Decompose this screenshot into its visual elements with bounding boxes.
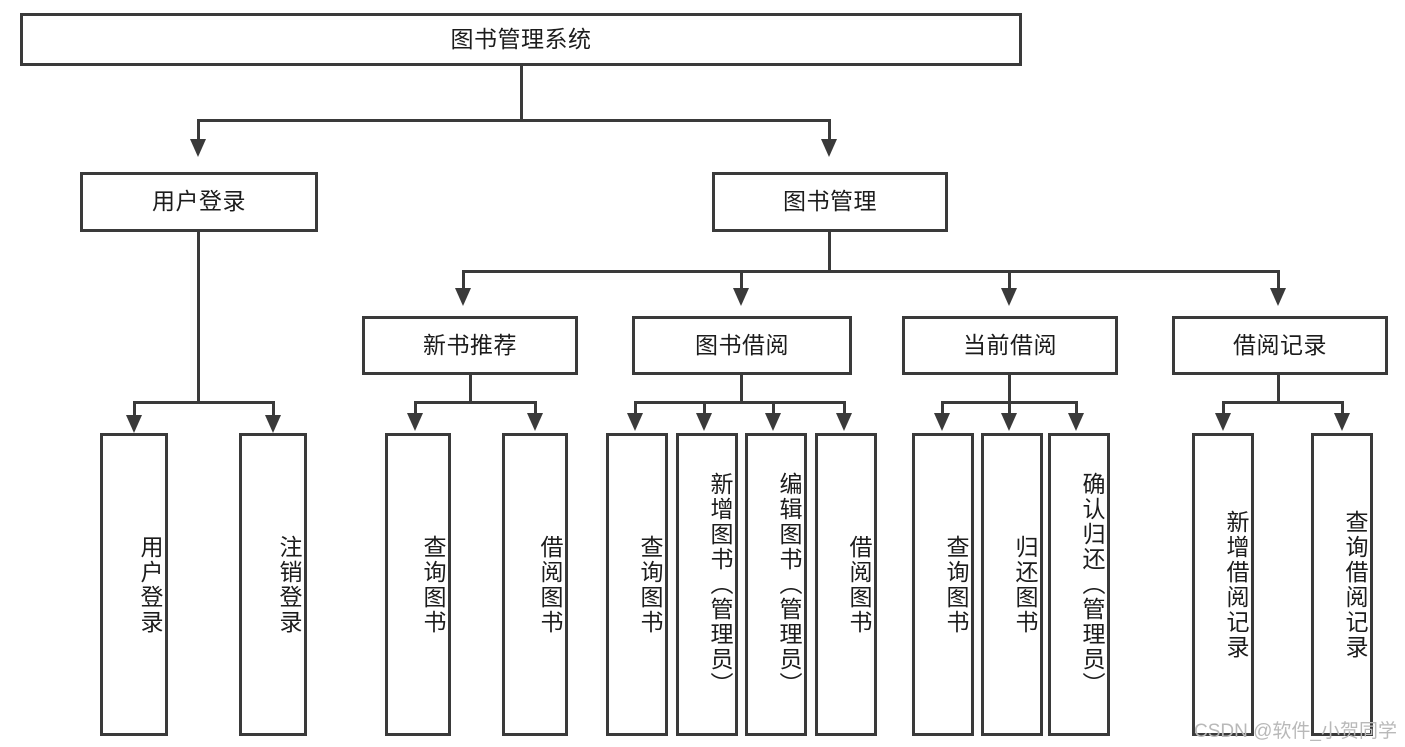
arrowhead-leaf-logout [265,415,281,433]
node-current-borrow[interactable]: 当前借阅 [902,316,1118,375]
node-label: 新增借阅记录 [1223,509,1249,660]
connector-bm-drop-1 [462,270,465,296]
connector-nbr-bus [414,401,537,404]
arrowhead-leaf-cb-2 [1001,413,1017,431]
connector-bb-bus [634,401,846,404]
leaf-br-add-record[interactable]: 新增借阅记录 [1192,433,1254,736]
node-label: 编辑图书（管理员） [776,472,802,697]
connector-br-drop-2 [1341,401,1344,421]
connector-cb-drop-2 [1008,401,1011,421]
connector-book-management-bus [462,270,1280,273]
arrowhead-leaf-bb-2 [696,413,712,431]
node-label: 确认归还（管理员） [1079,472,1105,697]
node-label: 借阅图书 [846,534,872,635]
node-label: 查询借阅记录 [1342,509,1368,660]
node-label: 图书管理系统 [450,25,592,52]
leaf-user-login[interactable]: 用户登录 [100,433,168,736]
connector-bb-drop-2 [703,401,706,421]
arrowhead-book-borrow [733,288,749,306]
connector-root-to-book-management [828,119,831,147]
node-label: 新书推荐 [423,331,517,358]
arrowhead-leaf-bb-1 [627,413,643,431]
connector-br-drop-1 [1222,401,1225,421]
node-label: 注销登录 [276,534,302,635]
leaf-nbr-borrow-book[interactable]: 借阅图书 [502,433,568,736]
connector-user-login-drop-2 [272,401,275,423]
connector-bm-drop-3 [1008,270,1011,296]
node-label: 查询图书 [637,534,663,635]
node-label: 用户登录 [137,534,163,635]
connector-cb-drop-1 [941,401,944,421]
leaf-cb-confirm-return-admin[interactable]: 确认归还（管理员） [1048,433,1110,736]
node-label: 图书借阅 [695,331,789,358]
leaf-logout[interactable]: 注销登录 [239,433,307,736]
connector-bb-stem [740,375,743,404]
arrowhead-leaf-nbr-1 [407,413,423,431]
node-label: 图书管理 [783,188,877,215]
arrowhead-leaf-cb-3 [1068,413,1084,431]
connector-book-management-stem [828,232,831,272]
node-borrow-record[interactable]: 借阅记录 [1172,316,1388,375]
connector-cb-drop-3 [1075,401,1078,421]
node-user-login[interactable]: 用户登录 [80,172,318,232]
leaf-cb-return-book[interactable]: 归还图书 [981,433,1043,736]
node-label: 归还图书 [1012,534,1038,635]
connector-user-login-bus [133,401,275,404]
node-root-book-management-system[interactable]: 图书管理系统 [20,13,1022,66]
node-book-management[interactable]: 图书管理 [712,172,948,232]
node-label: 查询图书 [420,534,446,635]
node-label: 借阅图书 [537,534,563,635]
connector-nbr-drop-2 [534,401,537,421]
node-label: 当前借阅 [963,331,1057,358]
connector-user-login-stem [197,232,200,404]
connector-root-stem [520,66,523,119]
connector-root-bus [197,119,831,122]
connector-cb-stem [1008,375,1011,404]
connector-bm-drop-4 [1277,270,1280,296]
arrowhead-current-borrow [1001,288,1017,306]
leaf-bb-query-book[interactable]: 查询图书 [606,433,668,736]
arrowhead-leaf-user-login [126,415,142,433]
arrowhead-leaf-br-1 [1215,413,1231,431]
arrowhead-leaf-cb-1 [934,413,950,431]
arrowhead-borrow-record [1270,288,1286,306]
node-label: 新增图书（管理员） [707,472,733,697]
arrowhead-book-management [821,139,837,157]
arrowhead-leaf-nbr-2 [527,413,543,431]
node-label: 查询图书 [943,534,969,635]
connector-nbr-drop-1 [414,401,417,421]
node-new-book-recommend[interactable]: 新书推荐 [362,316,578,375]
arrowhead-new-book-recommend [455,288,471,306]
arrowhead-user-login [190,139,206,157]
arrowhead-leaf-bb-4 [836,413,852,431]
connector-br-bus [1222,401,1344,404]
node-book-borrow[interactable]: 图书借阅 [632,316,852,375]
leaf-cb-query-book[interactable]: 查询图书 [912,433,974,736]
connector-user-login-drop-1 [133,401,136,423]
leaf-bb-edit-book-admin[interactable]: 编辑图书（管理员） [745,433,807,736]
connector-root-to-user-login [197,119,200,147]
connector-br-stem [1277,375,1280,404]
leaf-nbr-query-book[interactable]: 查询图书 [385,433,451,736]
connector-bb-drop-4 [843,401,846,421]
leaf-br-query-record[interactable]: 查询借阅记录 [1311,433,1373,736]
arrowhead-leaf-br-2 [1334,413,1350,431]
connector-bb-drop-1 [634,401,637,421]
node-label: 用户登录 [152,188,246,215]
node-label: 借阅记录 [1233,331,1327,358]
arrowhead-leaf-bb-3 [765,413,781,431]
leaf-bb-borrow-book[interactable]: 借阅图书 [815,433,877,736]
connector-nbr-stem [469,375,472,404]
leaf-bb-add-book-admin[interactable]: 新增图书（管理员） [676,433,738,736]
connector-bb-drop-3 [772,401,775,421]
connector-bm-drop-2 [740,270,743,296]
